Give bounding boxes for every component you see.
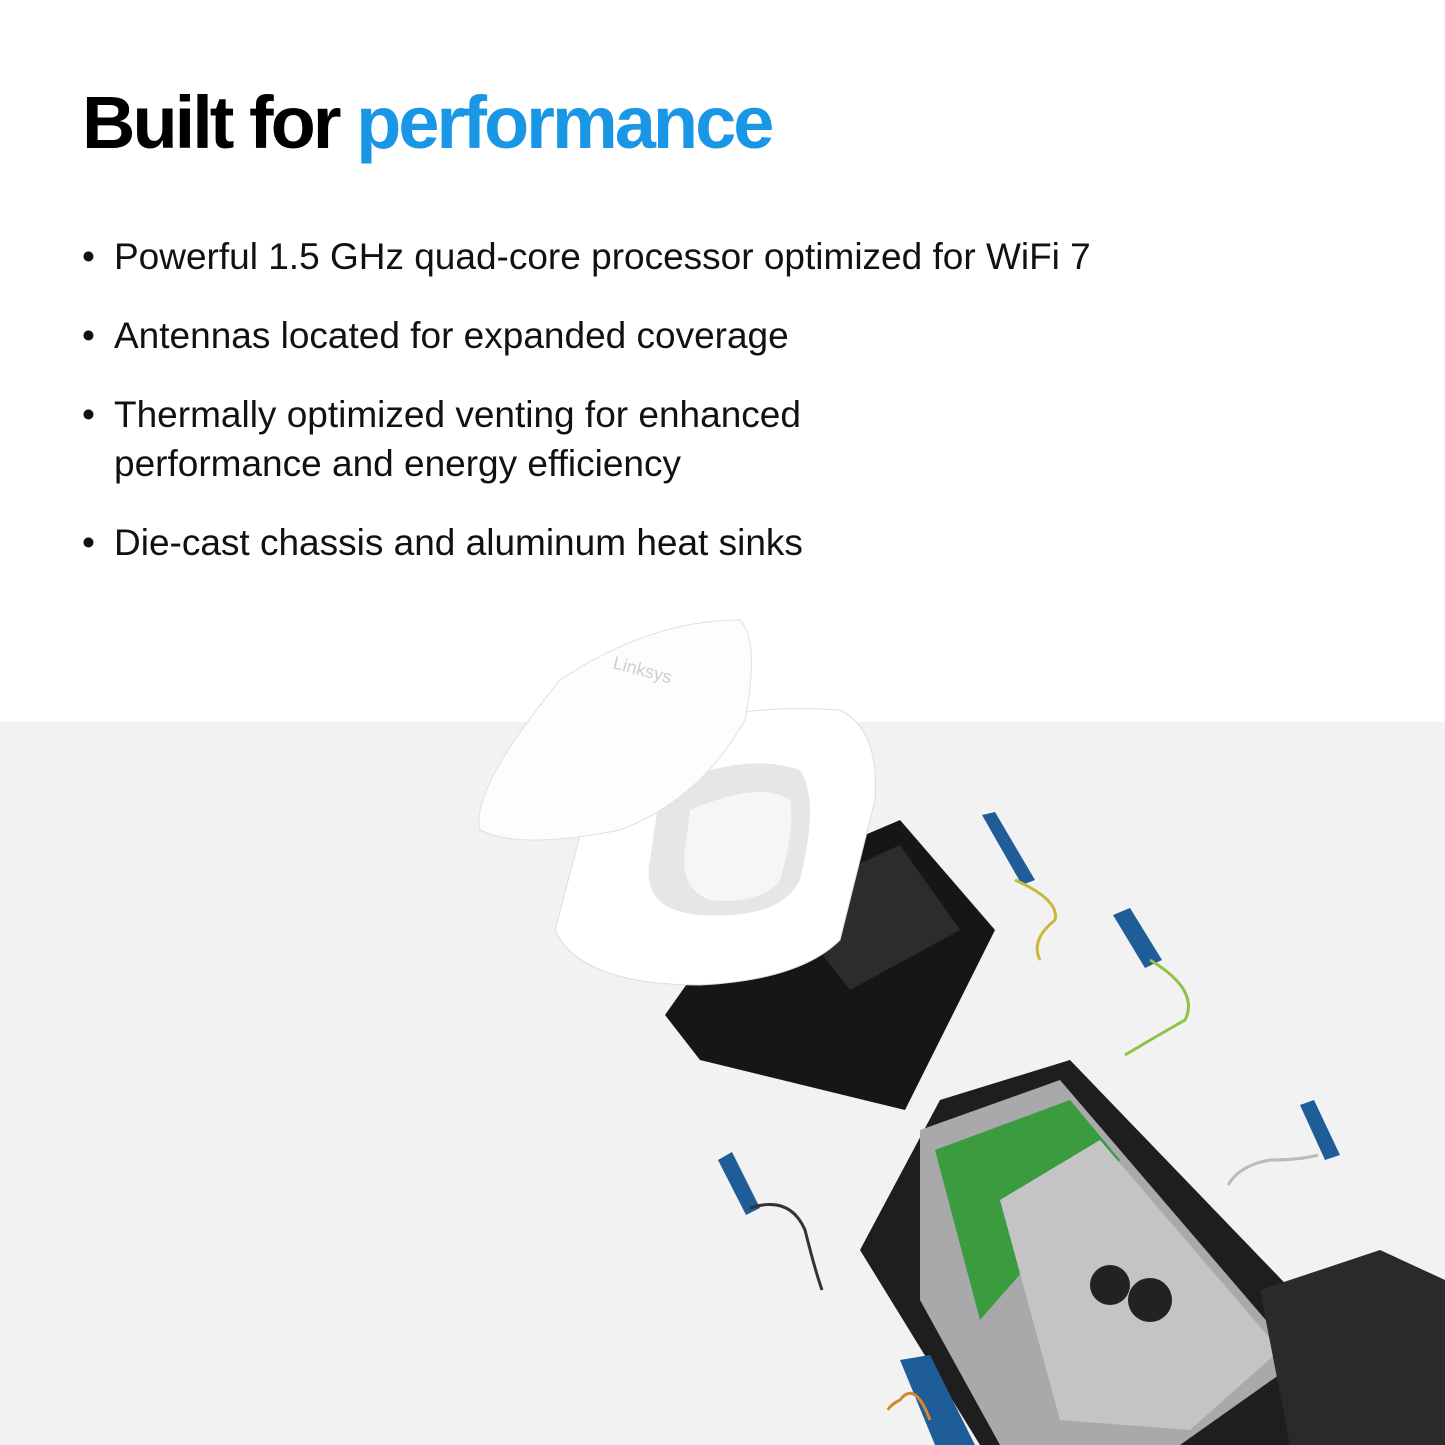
title-prefix: Built for	[82, 81, 342, 164]
feature-item: Die-cast chassis and aluminum heat sinks	[82, 518, 1091, 567]
feature-list: Powerful 1.5 GHz quad-core processor opt…	[82, 232, 1091, 597]
title-accent: performance	[356, 81, 774, 164]
feature-item: Thermally optimized venting for enhanced…	[82, 390, 874, 488]
white-lid: Linksys	[478, 619, 752, 841]
metal-chassis	[860, 1060, 1445, 1445]
page-title: Built for performance	[82, 78, 774, 168]
exploded-router-illustration: Linksys	[478, 619, 1445, 1445]
feature-item: Antennas located for expanded coverage	[82, 311, 1091, 360]
antennas	[718, 812, 1340, 1445]
feature-item: Powerful 1.5 GHz quad-core processor opt…	[82, 232, 1091, 281]
